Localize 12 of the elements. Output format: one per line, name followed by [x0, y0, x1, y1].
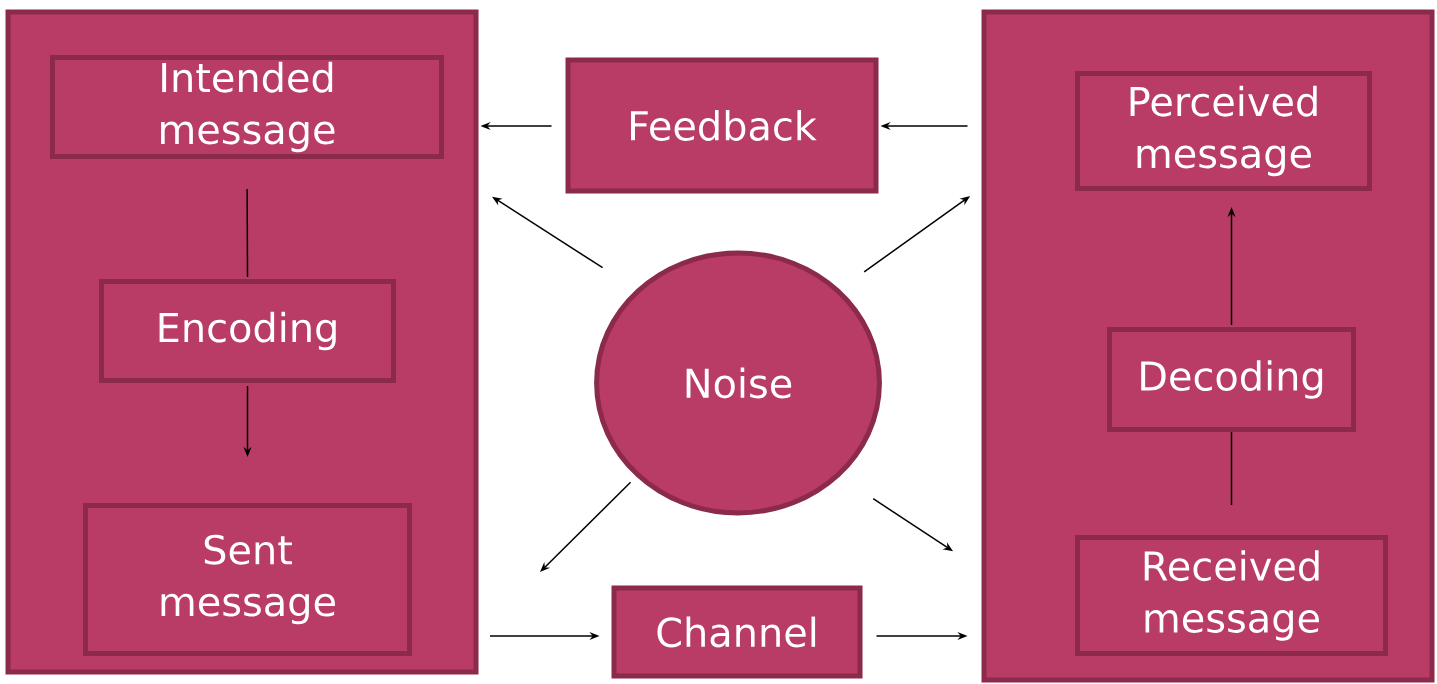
circle-node: Noise: [594, 250, 882, 516]
connector-line: [1230, 431, 1233, 506]
process-box: Decoding: [1107, 327, 1356, 432]
process-box: Feedback: [565, 57, 879, 194]
connector-line: [246, 188, 249, 278]
process-box: Channel: [611, 585, 863, 679]
process-box: Perceived message: [1075, 71, 1372, 191]
process-box: Sent message: [83, 503, 412, 656]
process-box: Encoding: [99, 279, 396, 383]
process-box: Intended message: [50, 55, 444, 159]
arrow: [540, 481, 632, 572]
process-box: Received message: [1075, 535, 1388, 656]
